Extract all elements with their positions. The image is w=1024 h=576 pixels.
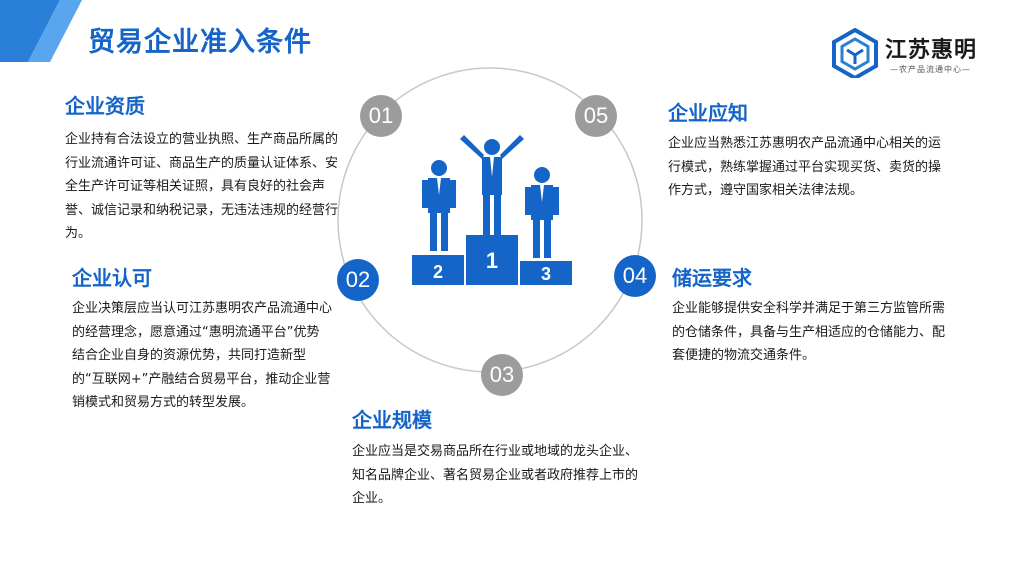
logo-subtitle: —农产品流通中心—	[890, 65, 971, 74]
podium-block-3	[520, 261, 572, 285]
knowledge-title: 企业应知	[668, 101, 748, 125]
storage-title: 储运要求	[672, 266, 752, 290]
corner-decoration	[0, 0, 82, 62]
podium-block-2	[412, 255, 464, 285]
logo-mark-icon	[832, 28, 878, 78]
badge-01: 01	[360, 95, 402, 137]
scale-text: 企业应当是交易商品所在行业或地域的龙头企业、知名品牌企业、著名贸易企业或者政府推…	[352, 444, 639, 506]
scale-title: 企业规模	[352, 408, 432, 432]
qualification-title: 企业资质	[65, 94, 145, 118]
storage-text: 企业能够提供安全科学并满足于第三方监管所需的仓储条件，具备与生产相适应的仓储能力…	[672, 301, 946, 363]
third-place-figure-icon	[525, 167, 559, 258]
badge-03: 03	[481, 354, 523, 396]
podium-number-3: 3	[541, 264, 551, 284]
podium-number-2: 2	[433, 262, 443, 282]
second-place-figure-icon	[422, 160, 456, 251]
recognition-title: 企业认可	[72, 266, 152, 290]
logo-name: 江苏惠明	[885, 38, 978, 63]
badge-05: 05	[575, 95, 617, 137]
recognition-text: 企业决策层应当认可江苏惠明农产品流通中心的经营理念，愿意通过“惠明流通平台”优势…	[72, 301, 333, 410]
badge-04: 04	[614, 255, 656, 297]
badge-02: 02	[337, 259, 379, 301]
winner-figure-icon	[460, 135, 524, 235]
podium-block-1	[466, 235, 518, 285]
logo: 江苏惠明 —农产品流通中心—	[830, 28, 1000, 84]
page-title: 贸易企业准入条件	[88, 27, 312, 58]
qualification-text: 企业持有合法设立的营业执照、生产商品所属的行业流通许可证、商品生产的质量认证体系…	[65, 132, 339, 241]
knowledge-text: 企业应当熟悉江苏惠明农产品流通中心相关的运行模式，熟练掌握通过平台实现买货、卖货…	[668, 136, 942, 198]
podium-number-1: 1	[486, 248, 498, 273]
podium-illustration: 2 1 3	[412, 135, 572, 285]
